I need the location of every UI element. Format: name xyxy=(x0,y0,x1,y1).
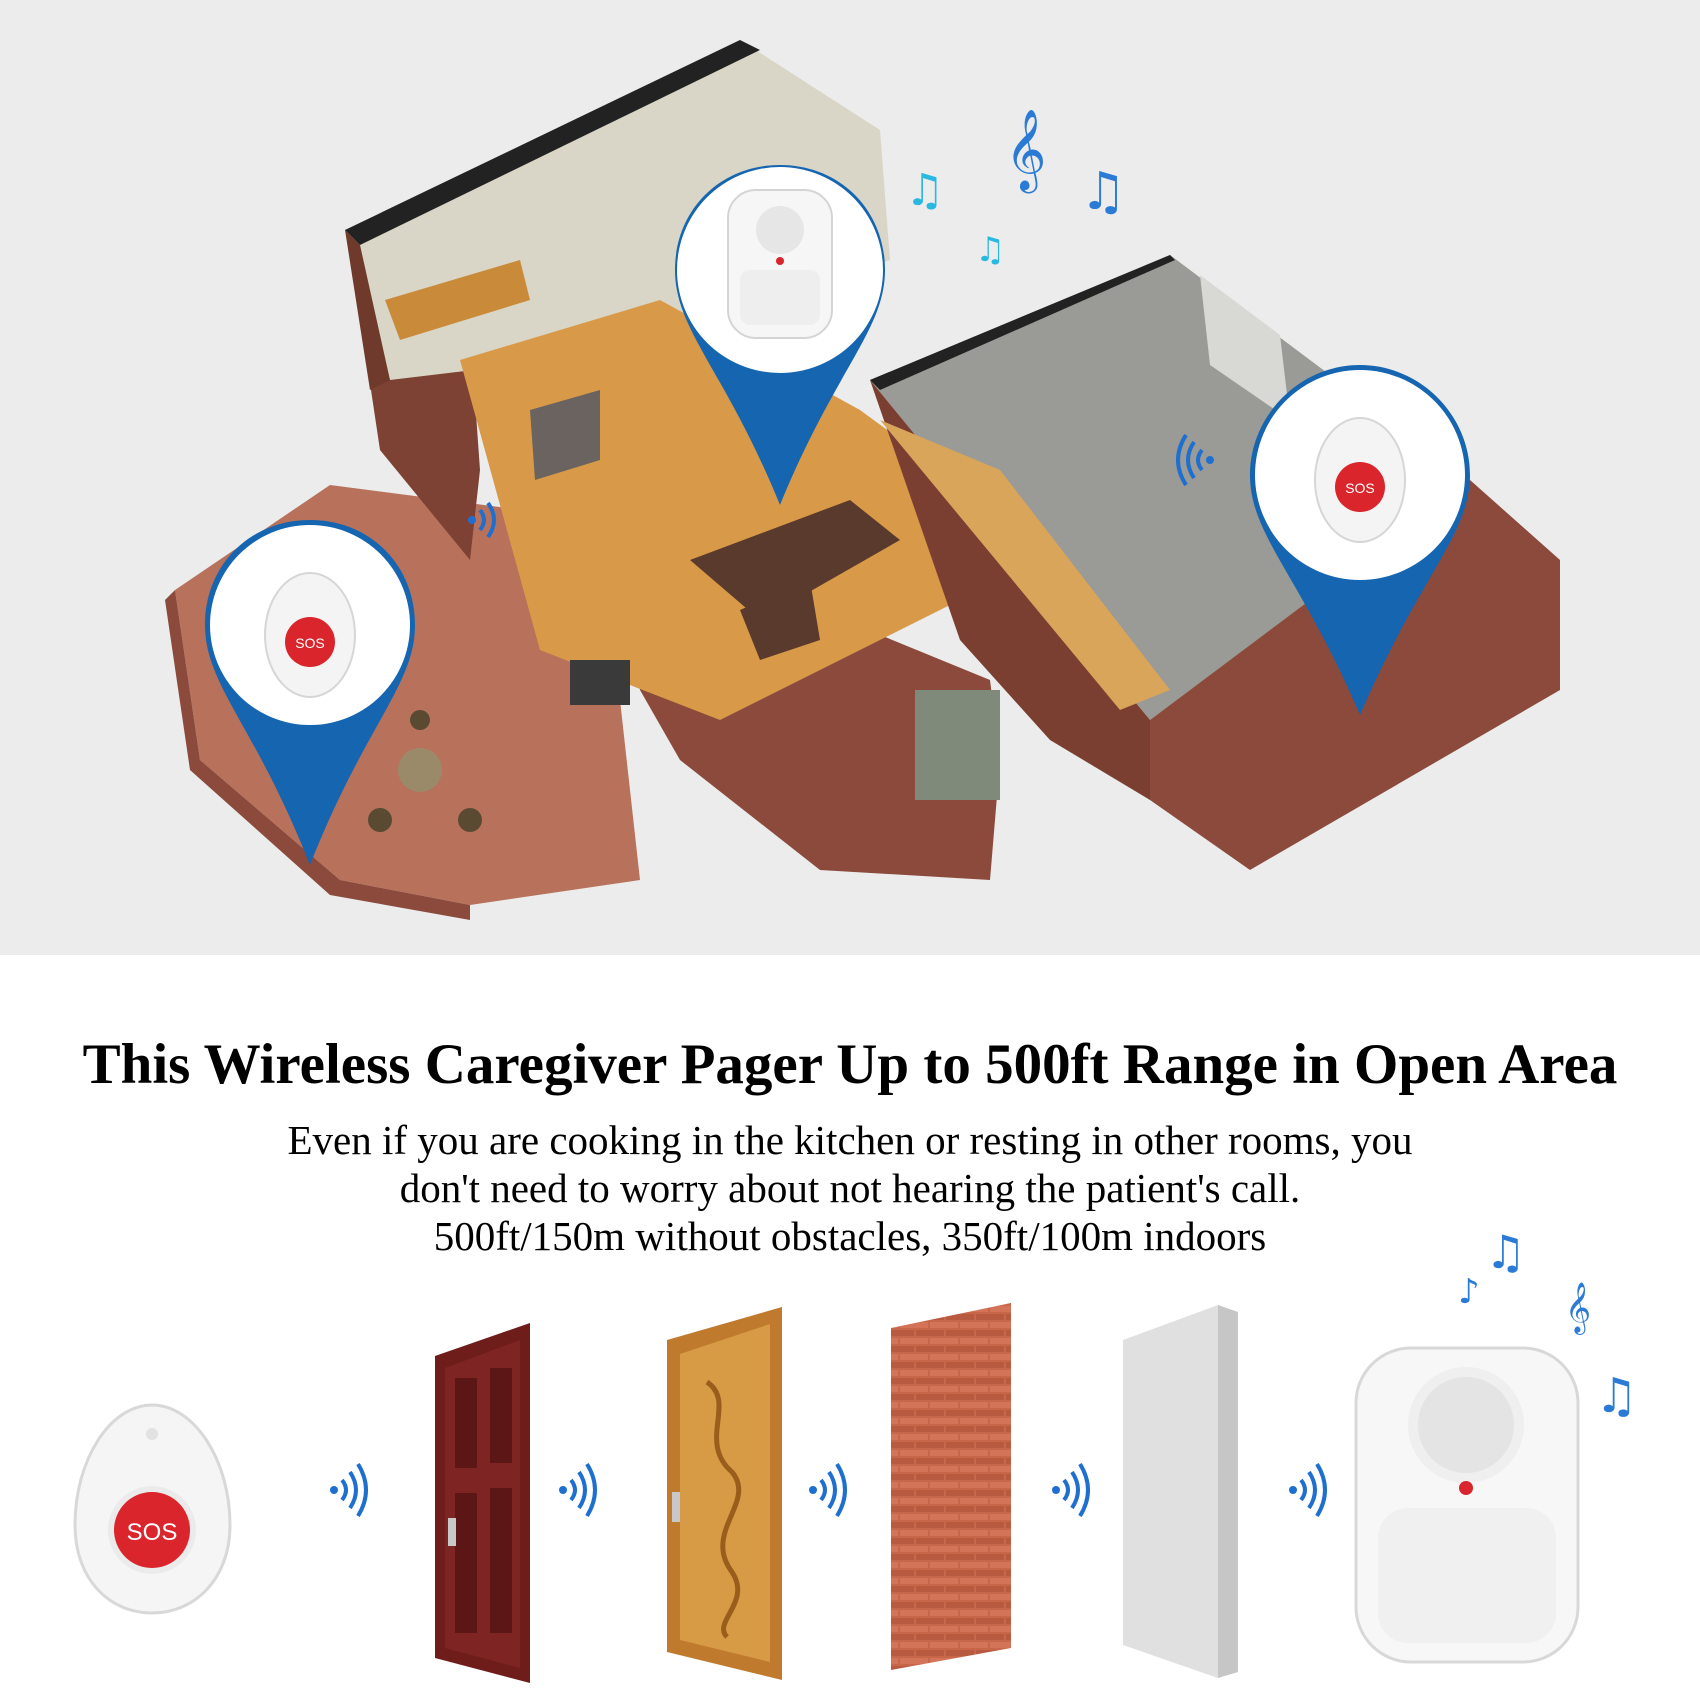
location-pin-right-icon: SOS xyxy=(1250,365,1470,715)
pager-receiver-icon xyxy=(1354,1346,1580,1664)
music-note-icon: ♫ xyxy=(1595,1368,1639,1424)
signal-wave-icon xyxy=(1052,1462,1090,1518)
location-pin-left-icon: SOS xyxy=(205,520,415,865)
white-panel-icon xyxy=(1123,1305,1238,1678)
sos-label: SOS xyxy=(1345,480,1375,496)
house-cutaway-illustration: SOS SOS 𝄞 ♫ ♫ ♫ xyxy=(0,0,1700,955)
treble-clef-icon: 𝄞 xyxy=(1565,1282,1592,1333)
brick-wall-icon xyxy=(891,1303,1011,1670)
music-note-icon: ♫ xyxy=(1485,1225,1527,1279)
description-line-2: don't need to worry about not hearing th… xyxy=(399,1165,1301,1211)
music-note-icon: ♫ xyxy=(1080,162,1127,222)
signal-wave-icon xyxy=(559,1462,597,1518)
light-wood-door-icon xyxy=(667,1307,782,1680)
music-note-icon: ♪ xyxy=(1458,1272,1480,1312)
headline: This Wireless Caregiver Pager Up to 500f… xyxy=(82,1033,1618,1096)
signal-wave-icon xyxy=(1289,1462,1327,1518)
signal-wave-icon xyxy=(1176,433,1214,487)
sos-call-button-icon: SOS xyxy=(73,1403,232,1615)
treble-clef-icon: 𝄞 xyxy=(1005,108,1047,190)
music-note-icon: ♫ xyxy=(975,230,1006,270)
description-line-3: 500ft/150m without obstacles, 350ft/100m… xyxy=(433,1213,1267,1259)
signal-wave-icon xyxy=(809,1462,847,1518)
music-note-icon: ♫ xyxy=(905,165,945,216)
signal-wave-icon xyxy=(330,1462,368,1518)
dark-wood-door-icon xyxy=(435,1323,530,1683)
location-pin-center-icon xyxy=(675,165,885,505)
description-line-1: Even if you are cooking in the kitchen o… xyxy=(287,1117,1413,1163)
sos-label: SOS xyxy=(127,1519,178,1546)
signal-wave-icon xyxy=(468,501,496,539)
sos-label: SOS xyxy=(295,635,325,651)
